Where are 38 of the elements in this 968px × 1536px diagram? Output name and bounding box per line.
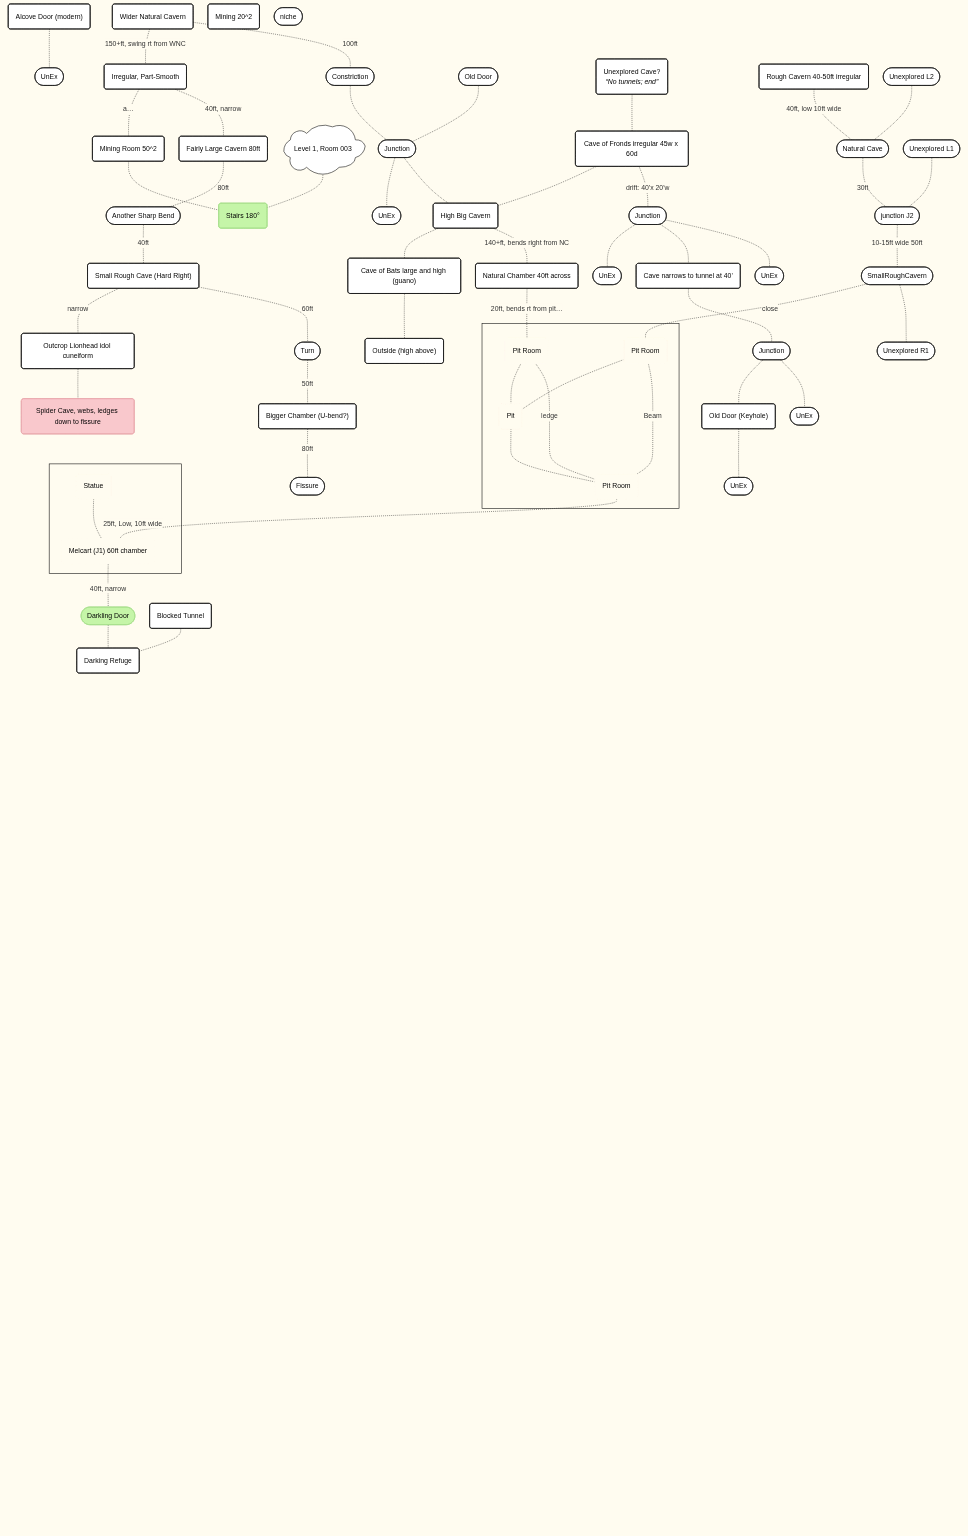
cluster <box>481 323 680 509</box>
connector <box>899 284 907 343</box>
connector <box>813 89 853 141</box>
connector <box>128 161 220 211</box>
connector <box>738 428 740 478</box>
connector <box>873 85 912 141</box>
connector <box>307 359 308 405</box>
connector <box>688 288 772 343</box>
connector <box>497 166 597 206</box>
connector <box>119 498 617 539</box>
connector <box>493 228 528 264</box>
connector <box>143 224 144 264</box>
connector <box>145 28 150 65</box>
connector <box>631 94 633 132</box>
connector <box>77 288 119 334</box>
connector <box>350 85 387 141</box>
connector <box>139 628 181 652</box>
connector <box>896 224 898 268</box>
connector <box>645 283 867 339</box>
connector <box>49 28 50 69</box>
connector <box>660 224 689 264</box>
connector <box>780 359 805 408</box>
connector <box>403 157 449 204</box>
connector <box>307 428 308 478</box>
connector <box>607 224 636 268</box>
connector <box>404 228 439 259</box>
connector <box>411 85 479 142</box>
connector <box>638 166 649 208</box>
connector <box>404 293 405 339</box>
connector <box>908 157 933 208</box>
connector <box>128 89 140 137</box>
cluster <box>48 463 182 574</box>
connector <box>526 288 528 339</box>
connector <box>386 157 396 208</box>
connector <box>665 219 770 268</box>
connector <box>738 359 764 405</box>
connector <box>77 368 79 400</box>
connector <box>107 624 109 649</box>
